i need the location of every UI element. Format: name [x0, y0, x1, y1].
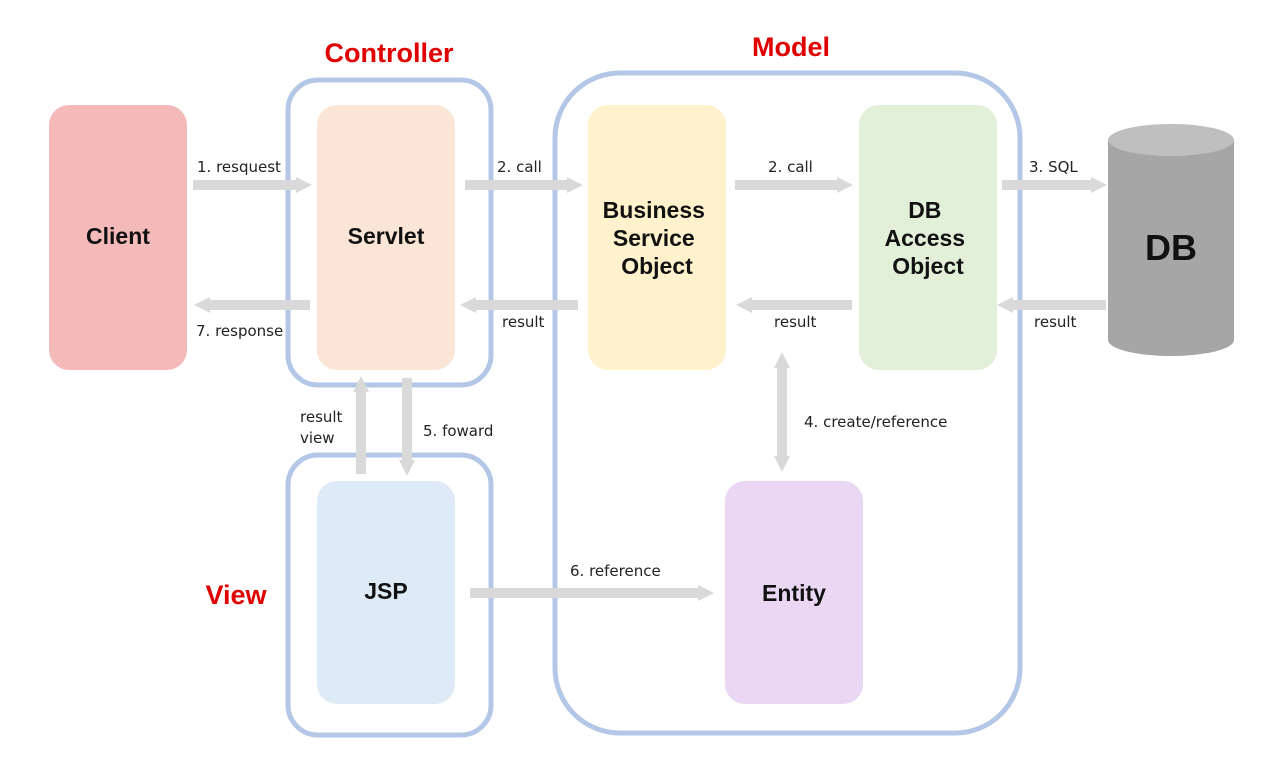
jsp-label: JSP [364, 578, 407, 604]
servlet-label: Servlet [348, 223, 425, 249]
dao-label-line2: Access [885, 225, 966, 251]
label-result-dao-bso: result [774, 313, 817, 331]
db-access-object-box [859, 105, 997, 370]
arrow-create-reference [774, 352, 790, 472]
label-result-bso-servlet: result [502, 313, 545, 331]
label-result-db-dao: result [1034, 313, 1077, 331]
label-call-bso-dao: 2. call [768, 158, 813, 176]
arrow-call-bso-dao [735, 177, 853, 193]
arrow-forward [399, 378, 415, 476]
arrow-request [193, 177, 312, 193]
arrow-result-view [353, 376, 369, 474]
label-call-servlet-bso: 2. call [497, 158, 542, 176]
label-result-view-line1: result [300, 408, 343, 426]
arrow-sql [1002, 177, 1107, 193]
dao-label-line1: DB [908, 197, 941, 223]
model-title: Model [752, 32, 830, 62]
arrow-response [194, 297, 310, 313]
arrow-result-bso-servlet [460, 297, 578, 313]
db-label: DB [1145, 227, 1197, 268]
bso-label: Business Service Object [603, 197, 712, 279]
controller-title: Controller [324, 38, 453, 68]
label-sql: 3. SQL [1029, 158, 1078, 176]
bso-label-line2: Service [613, 225, 695, 251]
entity-label: Entity [762, 580, 826, 606]
dao-label-line3: Object [892, 253, 964, 279]
db-cylinder [1108, 124, 1234, 356]
view-title: View [205, 580, 267, 610]
controller-group [285, 77, 494, 388]
client-label: Client [86, 223, 150, 249]
arrow-call-servlet-bso [465, 177, 583, 193]
label-create-reference: 4. create/reference [804, 413, 947, 431]
arrow-reference [470, 585, 714, 601]
bso-label-line1: Business [603, 197, 705, 223]
entity-box [725, 481, 863, 704]
servlet-box [317, 105, 455, 370]
label-reference: 6. reference [570, 562, 661, 580]
jsp-box [317, 481, 455, 704]
arrow-result-db-dao [997, 297, 1106, 313]
label-result-view-line2: view [300, 429, 335, 447]
label-forward: 5. foward [423, 422, 493, 440]
model-group [552, 70, 1023, 736]
business-service-object-box [588, 105, 726, 370]
label-request: 1. resquest [197, 158, 281, 176]
label-response: 7. response [196, 322, 283, 340]
bso-label-line3: Object [621, 253, 693, 279]
dao-label: DB Access Object [885, 197, 972, 279]
arrow-result-dao-bso [736, 297, 852, 313]
client-box [49, 105, 187, 370]
label-result-view: result view [300, 408, 347, 447]
